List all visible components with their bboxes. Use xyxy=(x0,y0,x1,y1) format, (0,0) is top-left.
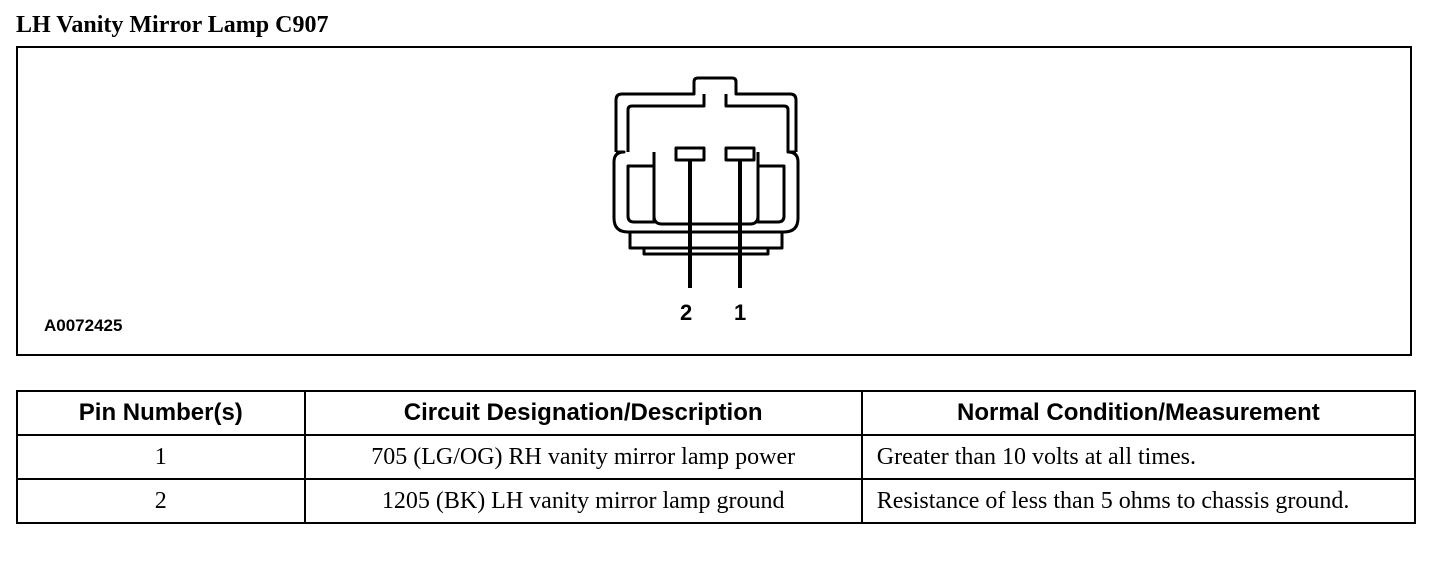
terminal-1 xyxy=(724,146,756,162)
left-side-tab xyxy=(612,150,654,234)
pin-label-1: 1 xyxy=(734,300,747,325)
right-side-tab xyxy=(758,150,800,234)
header-circuit-designation: Circuit Designation/Description xyxy=(303,390,863,436)
bottom-flange xyxy=(628,230,784,250)
left-side-tab-inner xyxy=(626,164,656,224)
terminal-2 xyxy=(674,146,706,162)
right-side-tab-inner xyxy=(756,164,786,224)
cell-circuit: 705 (LG/OG) RH vanity mirror lamp power xyxy=(303,434,863,480)
housing-outline xyxy=(614,76,798,152)
cell-circuit: 1205 (BK) LH vanity mirror lamp ground xyxy=(303,478,863,524)
cell-pin: 2 xyxy=(16,478,306,524)
connector-face-diagram xyxy=(612,76,800,288)
header-pin-numbers: Pin Number(s) xyxy=(16,390,306,436)
page-title: LH Vanity Mirror Lamp C907 xyxy=(16,12,329,38)
pin-table: Pin Number(s) Circuit Designation/Descri… xyxy=(16,390,1417,524)
connector-figure: 2 1 A0072425 xyxy=(16,46,1412,356)
table-row: 2 1205 (BK) LH vanity mirror lamp ground… xyxy=(16,478,1417,524)
table-header-row: Pin Number(s) Circuit Designation/Descri… xyxy=(16,390,1417,436)
table-row: 1 705 (LG/OG) RH vanity mirror lamp powe… xyxy=(16,434,1417,480)
header-normal-condition: Normal Condition/Measurement xyxy=(860,390,1417,436)
cell-condition: Resistance of less than 5 ohms to chassi… xyxy=(860,478,1417,524)
cell-pin: 1 xyxy=(16,434,306,480)
cavity-face xyxy=(652,152,760,226)
bottom-lip xyxy=(642,248,770,256)
pin-label-2: 2 xyxy=(680,300,693,325)
figure-id: A0072425 xyxy=(44,316,123,335)
cell-condition: Greater than 10 volts at all times. xyxy=(860,434,1417,480)
housing-inner-outline xyxy=(626,94,790,152)
